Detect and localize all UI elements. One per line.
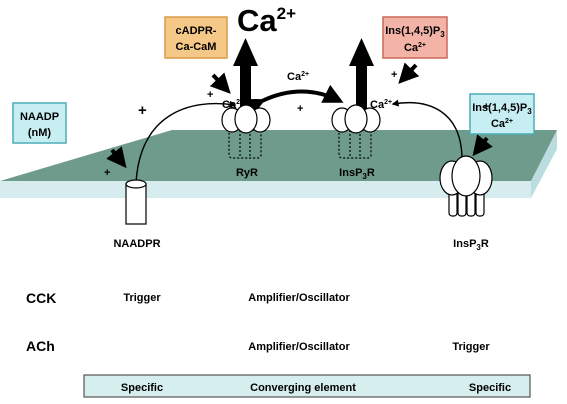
- ach-row: ACh Amplifier/Oscillator Trigger: [26, 338, 490, 354]
- plus-sign-ip3r-pm: +: [476, 141, 482, 153]
- cadpr-stimulus-arrow: [209, 72, 231, 94]
- plus-sign-naadp-large: +: [138, 102, 147, 119]
- ip3r-release-arrow-shaft: [356, 64, 367, 118]
- membrane-top: [0, 130, 557, 181]
- plus-sign-ip3-top: +: [391, 69, 397, 81]
- ach-agonist-label: ACh: [26, 338, 55, 354]
- cadpr-box-line2: Ca-CaM: [176, 41, 217, 53]
- ip3-right-box-line2: Ca2+: [491, 118, 513, 130]
- cck-left-role: Trigger: [123, 292, 161, 304]
- naadpr-top: [125, 179, 147, 189]
- cck-middle-role: Amplifier/Oscillator: [248, 292, 350, 304]
- ip3-right-box-line1: Ins(1,4,5)P3: [472, 102, 532, 116]
- cadpr-box: cADPR- Ca-CaM: [164, 16, 228, 59]
- naadpr-channel: [125, 179, 147, 225]
- naadp-box-line2: (nM): [28, 127, 52, 139]
- cck-row: CCK Trigger Amplifier/Oscillator: [26, 290, 350, 306]
- ip3r-body-center: [344, 104, 368, 134]
- main-ca-label: Ca2+: [237, 3, 296, 38]
- ip3r-er-channel: [331, 104, 381, 159]
- ryr-release-arrow-head: [233, 38, 258, 66]
- ip3-right-box: Ins(1,4,5)P3 Ca2+: [469, 93, 535, 135]
- legend-bar-middle: Converging element: [250, 382, 356, 394]
- ip3-top-box-line1: Ins(1,4,5)P3: [385, 25, 445, 39]
- cadpr-box-line1: cADPR-: [176, 25, 217, 37]
- ip3r-pm-to-ip3r-curve: [391, 99, 463, 161]
- ach-middle-role: Amplifier/Oscillator: [248, 341, 350, 353]
- ip3-top-box-line2: Ca2+: [404, 42, 426, 54]
- ip3r-pm-body-center: [451, 155, 481, 197]
- naadp-box: NAADP (nM): [12, 102, 67, 144]
- ryr-channel: [221, 104, 271, 159]
- between-ca-label: Ca2+: [287, 71, 309, 83]
- plus-sign-naadp-small: +: [104, 167, 110, 179]
- ip3-top-stimulus-arrow: [398, 62, 420, 84]
- naadp-stimulus-arrow: [106, 146, 127, 169]
- ip3-site-ca-label: Ca2+: [370, 99, 392, 111]
- ip3r-er-label: InsP3R: [339, 167, 375, 181]
- ip3-top-box: Ins(1,4,5)P3 Ca2+: [382, 16, 448, 59]
- ip3r-release-arrow-head: [349, 38, 374, 66]
- ip3r-pm-channel: [439, 155, 493, 217]
- ach-right-role: Trigger: [452, 341, 490, 353]
- legend-bar-left: Specific: [121, 382, 163, 394]
- ryr-body-center: [234, 104, 258, 134]
- stimulus-arrows: [106, 62, 493, 169]
- legend-bar-right: Specific: [469, 382, 511, 394]
- naadpr-to-ryr-curve: [135, 100, 237, 184]
- ip3-right-stimulus-arrow: [472, 134, 493, 157]
- naadpr-label: NAADPR: [113, 238, 160, 250]
- legend-bar-box: [83, 374, 531, 398]
- naadpr-body: [125, 183, 147, 225]
- ryr-ip3r-cicr-arrow: [243, 84, 344, 117]
- naadp-box-line1: NAADP: [20, 111, 59, 123]
- legend-bar: Specific Converging element Specific: [83, 374, 531, 398]
- cck-agonist-label: CCK: [26, 290, 56, 306]
- plus-sign-ryr: +: [207, 89, 213, 101]
- plus-sign-cicr: +: [297, 103, 303, 115]
- ip3r-pm-label: InsP3R: [453, 238, 489, 252]
- membrane-side: [531, 130, 557, 198]
- connecting-curves: [135, 84, 463, 184]
- plus-signs: + + + + + + +: [104, 69, 489, 179]
- plus-sign-ip3-right: +: [483, 101, 489, 113]
- ryr-label: RyR: [236, 167, 258, 179]
